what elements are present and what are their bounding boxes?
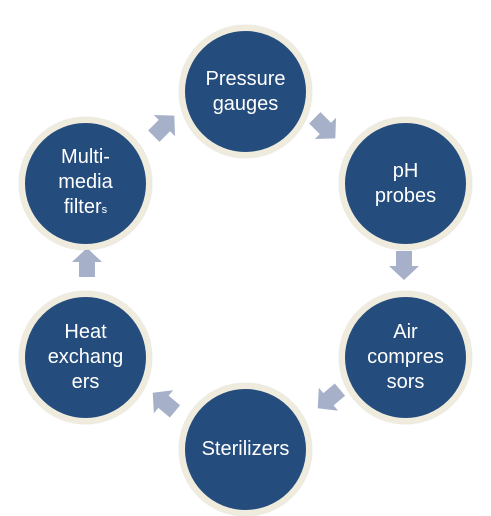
node-multimedia-filters: Multi- media filters: [19, 117, 152, 250]
node-label-multimedia-filters-suffix: s: [101, 203, 108, 216]
node-pressure-gauges: Pressure gauges: [179, 25, 312, 158]
node-label-multimedia-filters-main: Multi- media filter: [58, 145, 113, 218]
arrow-sterilizers-to-heat: [152, 390, 181, 418]
node-air-compressors: Air compres sors: [339, 291, 472, 424]
arrow-ph-to-air: [389, 251, 419, 280]
node-label-pressure-gauges: Pressure gauges: [205, 67, 286, 115]
node-label-air-compressors: Air compres sors: [367, 321, 444, 393]
arrow-pressure-to-ph: [309, 112, 337, 140]
node-heat-exchangers: Heat exchang ers: [19, 291, 152, 424]
arrow-air-to-sterilizers: [317, 383, 346, 411]
arrow-filters-to-pressure: [148, 114, 176, 142]
node-sterilizers: Sterilizers: [179, 383, 312, 516]
node-label-multimedia-filters: Multi- media filters: [58, 145, 112, 223]
node-label-sterilizers: Sterilizers: [201, 438, 290, 460]
arrow-heat-to-filters: [72, 248, 102, 277]
node-label-ph-probes: pH probes: [374, 159, 437, 207]
node-ph-probes: pH probes: [339, 117, 472, 250]
node-label-heat-exchangers: Heat exchang ers: [47, 321, 124, 393]
